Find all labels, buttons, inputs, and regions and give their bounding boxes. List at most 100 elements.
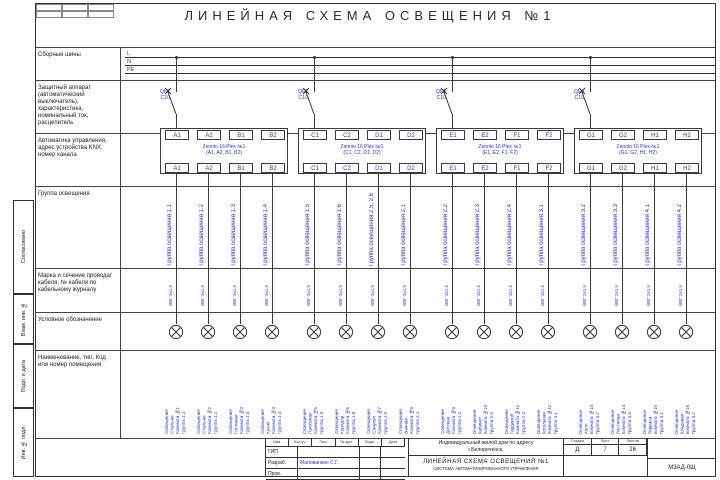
channel-tag: B1 bbox=[229, 163, 253, 173]
cable-label: ВВГ 3х1,5 bbox=[678, 285, 683, 306]
device-channels-line: (G1, G2, H1, H2) bbox=[619, 150, 657, 157]
room-description-line: Группа 1.3 bbox=[244, 411, 250, 434]
rev-header-cell: Лист bbox=[312, 438, 336, 446]
signature-cell bbox=[360, 458, 381, 468]
breaker-drop-line bbox=[314, 114, 315, 128]
channel-tag: B2 bbox=[261, 130, 285, 140]
device-channels-line: (C1, C2, D1, D2) bbox=[343, 150, 381, 157]
row-label-group: Группа освещения bbox=[38, 191, 90, 197]
channel-tag: H2 bbox=[675, 163, 699, 173]
grid-line bbox=[35, 312, 715, 313]
channel-tag: G1 bbox=[579, 130, 603, 140]
person-name bbox=[298, 469, 360, 479]
cable-label: ВВГ 3х1,5 bbox=[614, 285, 619, 306]
cable-label: ВВГ 3х1,5 bbox=[476, 285, 481, 306]
title-block: Изм. Кол.уч. Лист № док. Подп. Дата ГИП … bbox=[35, 438, 716, 480]
room-description-line: Группа 4.2 bbox=[690, 411, 696, 434]
label-column-divider bbox=[120, 47, 121, 438]
cable-label: ВВГ 3х1,5 bbox=[232, 285, 237, 306]
channel-tag: H1 bbox=[643, 130, 667, 140]
stamp-cell bbox=[647, 438, 716, 458]
cable-label: ВВГ 3х1,5 bbox=[338, 285, 343, 306]
room-description-line: Группа 3.3 bbox=[626, 411, 632, 434]
lamp-icon bbox=[264, 324, 280, 340]
project-name: Индивидуальный жилой дом по адресу г.Бел… bbox=[408, 438, 563, 455]
lamp-icon bbox=[582, 324, 598, 340]
breaker-drop-line bbox=[590, 57, 591, 92]
side-stamp-replaced-inv: Взам. инв. № bbox=[13, 294, 34, 344]
project-line: Индивидуальный жилой дом по адресу bbox=[438, 440, 534, 446]
breaker-drop-line bbox=[176, 57, 177, 92]
lamp-icon bbox=[200, 324, 216, 340]
cable-label: ВВГ 3х1,5 bbox=[264, 285, 269, 306]
cable-label: ВВГ 3х1,5 bbox=[508, 285, 513, 306]
stage-table: Стадия Лист Листов Д 7 26 bbox=[563, 438, 647, 456]
side-stamp-label: Инв. № подл. bbox=[20, 425, 27, 460]
grid-line bbox=[35, 438, 715, 439]
cable-label: ВВГ 3х1,5 bbox=[168, 285, 173, 306]
sheet-number: 7 bbox=[592, 445, 620, 455]
revision-cell bbox=[36, 4, 62, 11]
lamp-icon bbox=[646, 324, 662, 340]
side-stamp-label: Взам. инв. № bbox=[20, 301, 27, 337]
signature-row: Пров. bbox=[266, 469, 405, 480]
revision-table-header: Изм. Кол.уч. Лист № док. Подп. Дата bbox=[266, 438, 406, 447]
device-name-line: Zennio 16 Plex №1 bbox=[478, 144, 522, 150]
channel-tag: C2 bbox=[335, 130, 359, 140]
lighting-group-label: Группа освещения 4.1 bbox=[645, 204, 651, 266]
circuit-breaker-icon bbox=[439, 84, 461, 116]
lamp-icon bbox=[476, 324, 492, 340]
room-description-line: Группа 3.2 bbox=[594, 411, 600, 434]
lighting-group-label: Группа освещения 2.5, 2.6 bbox=[369, 192, 375, 266]
side-stamp-sign-date: Подп. и дата bbox=[13, 344, 34, 408]
channel-tag: G1 bbox=[579, 163, 603, 173]
cable-label: ВВГ 3х1,5 bbox=[646, 285, 651, 306]
person-name: Малованкин С.Г. bbox=[298, 458, 360, 468]
lighting-drop-line bbox=[548, 174, 549, 324]
cable-label: ВВГ 3х1,5 bbox=[444, 285, 449, 306]
rev-header-cell: Кол.уч. bbox=[289, 438, 313, 446]
sheets-header: Листов bbox=[619, 438, 647, 445]
breaker-drop-line bbox=[314, 57, 315, 92]
lighting-drop-line bbox=[314, 174, 315, 324]
cable-label: ВВГ 3х1,5 bbox=[402, 285, 407, 306]
lighting-drop-line bbox=[654, 174, 655, 324]
lighting-drop-line bbox=[378, 174, 379, 324]
channel-tag: A2 bbox=[197, 130, 221, 140]
revision-table: Изм. Кол.уч. Лист № док. Подп. Дата ГИП … bbox=[265, 438, 406, 480]
device-name-line: Zennio 16 Plex №1 bbox=[616, 144, 660, 150]
breaker-rating: C10 bbox=[298, 94, 308, 101]
grid-line bbox=[35, 47, 715, 48]
lighting-drop-line bbox=[516, 174, 517, 324]
lamp-icon bbox=[232, 324, 248, 340]
cable-label: ВВГ 3х1,5 bbox=[582, 285, 587, 306]
lighting-group-label: Группа освещения 1.3 bbox=[231, 204, 237, 266]
role-label: ГИП bbox=[266, 447, 298, 457]
lighting-drop-line bbox=[484, 174, 485, 324]
revision-cell bbox=[88, 11, 114, 18]
device-channels-line: (A1, A2, B1, B2) bbox=[206, 150, 242, 157]
channel-tag: E1 bbox=[441, 130, 465, 140]
breaker-name: QF3 bbox=[435, 89, 446, 95]
channel-tag: F2 bbox=[537, 163, 561, 173]
lighting-group-label: Группа освещения 1.1 bbox=[167, 204, 173, 266]
signature-cell bbox=[360, 469, 381, 479]
lighting-group-label: Группа освещения 1.4 bbox=[263, 204, 269, 266]
revision-corner-table bbox=[36, 4, 114, 18]
row-label-room: Наименование, тип, Код или номер помещен… bbox=[38, 355, 106, 369]
channel-tag: D1 bbox=[367, 163, 391, 173]
lamp-icon bbox=[678, 324, 694, 340]
room-description-line: Группа 4.1 bbox=[658, 411, 664, 434]
device-name-line: Zennio 16 Plex №1 bbox=[202, 144, 246, 150]
